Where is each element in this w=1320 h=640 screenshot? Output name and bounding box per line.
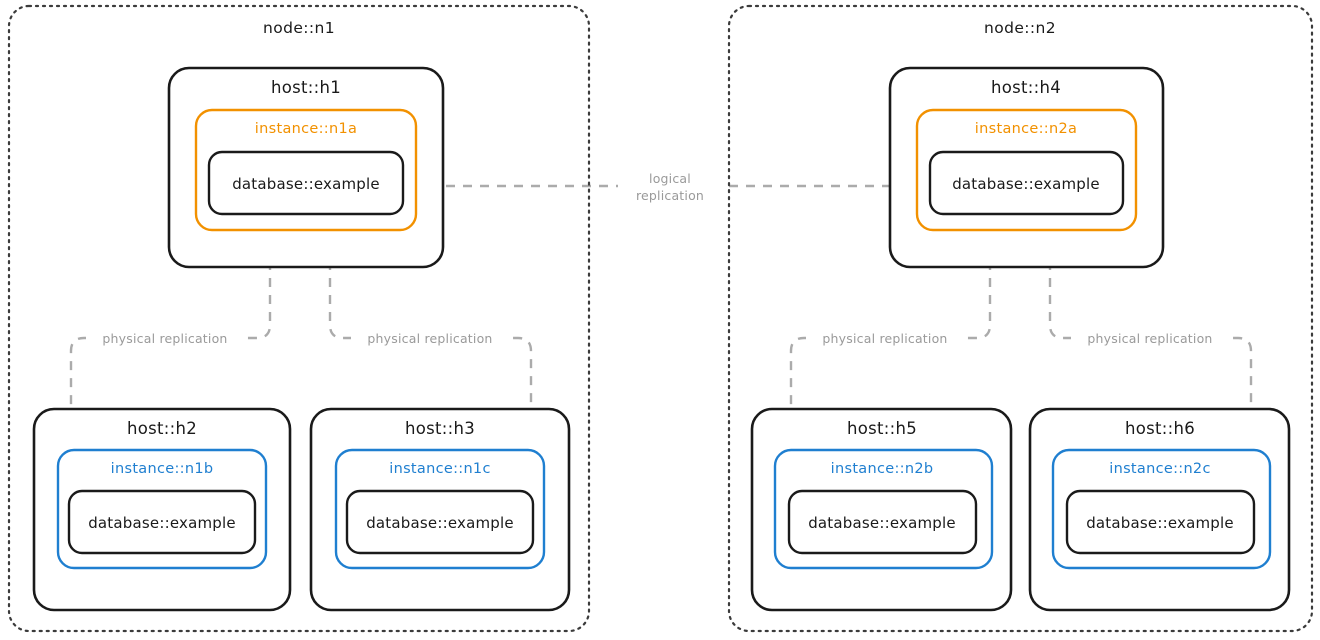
host-h4-label: host::h4 (991, 78, 1061, 97)
database-n2b[interactable]: database::example (787, 489, 978, 555)
edge-label-logical-replication: logical replication (618, 166, 722, 208)
instance-n2b-boundary (773, 448, 994, 570)
instance-n1b-boundary (56, 448, 268, 570)
database-n1b-label: database::example (88, 514, 236, 532)
database-n1a-label: database::example (232, 175, 380, 193)
edge-label-physical-n2c: physical replication (1071, 327, 1229, 349)
host-h1[interactable]: host::h1 instance::n1a database::example (167, 66, 445, 269)
host-h6[interactable]: host::h6 instance::n2c database::example (1028, 407, 1291, 612)
instance-n1c[interactable]: instance::n1c database::example (334, 448, 546, 570)
edge-label-layer: logical replication physical replication… (86, 166, 1229, 349)
database-n2c[interactable]: database::example (1065, 489, 1256, 555)
instance-n2c[interactable]: instance::n2c database::example (1051, 448, 1272, 570)
database-n1c-boundary (345, 489, 535, 555)
node-n2[interactable]: node::n2 host::h4 instance::n2a database… (727, 4, 1314, 633)
label-backdrop (618, 166, 722, 208)
edge-label-physical-n2b: physical replication (806, 327, 964, 349)
host-h2-label: host::h2 (127, 419, 197, 438)
label-backdrop (806, 327, 964, 349)
label-backdrop (1071, 327, 1229, 349)
instance-n1c-label: instance::n1c (389, 461, 491, 477)
instance-n2a[interactable]: instance::n2a database::example (915, 108, 1138, 232)
node-n1-boundary (7, 4, 591, 633)
host-h3[interactable]: host::h3 instance::n1c database::example (309, 407, 571, 612)
node-n2-label: node::n2 (984, 19, 1056, 37)
instance-n2c-label: instance::n2c (1109, 461, 1211, 477)
instance-n2b-label: instance::n2b (831, 461, 934, 477)
node-n2-boundary (727, 4, 1314, 633)
host-h2[interactable]: host::h2 instance::n1b database::example (32, 407, 292, 612)
database-n1b[interactable]: database::example (67, 489, 257, 555)
label-backdrop (351, 327, 509, 349)
database-n1a[interactable]: database::example (207, 150, 405, 216)
edge-label-physical-n2b-text: physical replication (822, 331, 947, 346)
edge-label-logical-line2: replication (636, 188, 704, 203)
edge-label-logical-line1: logical (649, 171, 691, 186)
edge-label-physical-n1c: physical replication (351, 327, 509, 349)
host-h4[interactable]: host::h4 instance::n2a database::example (888, 66, 1165, 269)
edge-label-physical-n1b-text: physical replication (102, 331, 227, 346)
host-h6-label: host::h6 (1125, 419, 1195, 438)
instance-n1b-label: instance::n1b (111, 461, 214, 477)
instance-n1a-boundary (194, 108, 418, 232)
instance-n1a-label: instance::n1a (255, 121, 357, 137)
node-n1[interactable]: node::n1 host::h1 instance::n1a database… (7, 4, 591, 633)
database-n2c-boundary (1065, 489, 1256, 555)
host-h5[interactable]: host::h5 instance::n2b database::example (750, 407, 1013, 612)
label-backdrop (86, 327, 244, 349)
instance-n1b[interactable]: instance::n1b database::example (56, 448, 268, 570)
instance-n2b[interactable]: instance::n2b database::example (773, 448, 994, 570)
edge-label-physical-n1b: physical replication (86, 327, 244, 349)
database-n2a[interactable]: database::example (928, 150, 1125, 216)
database-n2c-label: database::example (1086, 514, 1234, 532)
instance-n2c-boundary (1051, 448, 1272, 570)
instance-n2a-label: instance::n2a (975, 121, 1077, 137)
database-n2a-label: database::example (952, 175, 1100, 193)
instance-n1c-boundary (334, 448, 546, 570)
edge-label-physical-n1c-text: physical replication (367, 331, 492, 346)
host-h1-label: host::h1 (271, 78, 341, 97)
database-n1a-boundary (207, 150, 405, 216)
database-n1c[interactable]: database::example (345, 489, 535, 555)
database-n2a-boundary (928, 150, 1125, 216)
database-n1b-boundary (67, 489, 257, 555)
instance-n2a-boundary (915, 108, 1138, 232)
database-n2b-label: database::example (808, 514, 956, 532)
database-n2b-boundary (787, 489, 978, 555)
database-n1c-label: database::example (366, 514, 514, 532)
node-n1-label: node::n1 (263, 19, 335, 37)
host-h3-label: host::h3 (405, 419, 475, 438)
instance-n1a[interactable]: instance::n1a database::example (194, 108, 418, 232)
host-h5-label: host::h5 (847, 419, 917, 438)
edge-label-physical-n2c-text: physical replication (1087, 331, 1212, 346)
